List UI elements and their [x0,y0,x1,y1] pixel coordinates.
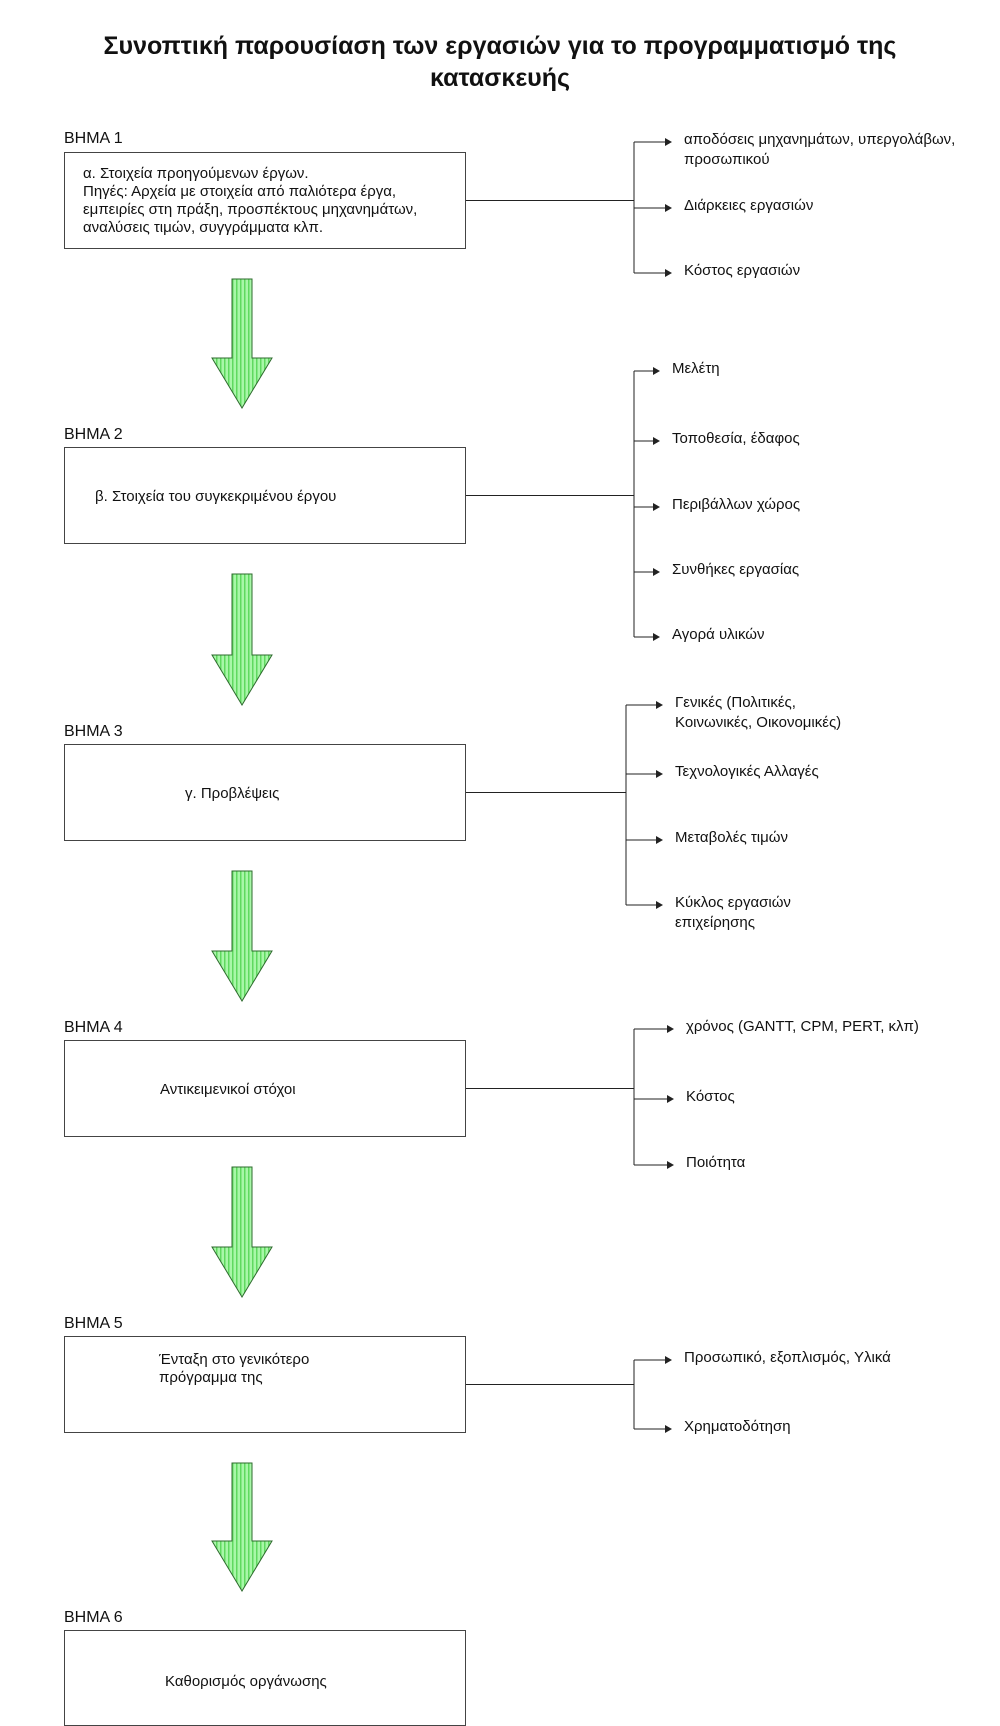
branch-arrowhead [665,1356,672,1364]
branch-arrowhead [653,633,660,641]
branch-arrowhead [653,437,660,445]
branch-item: Μεταβολές τιμών [675,828,788,848]
step-box-text: Καθορισμός οργάνωσης [165,1673,327,1690]
branch-item: Συνθήκες εργασίας [672,560,799,580]
branch-item: Ποιότητα [686,1153,745,1173]
title-line-2: κατασκευής [429,64,571,92]
branch-item-text: Μελέτη [672,360,720,377]
down-arrow-icon [211,870,273,1002]
branch-item: Κόστος [686,1087,735,1107]
branch-item: χρόνος (GANTT, CPM, PERT, κλπ) [686,1017,919,1037]
branch-item-text: χρόνος (GANTT, CPM, PERT, κλπ) [686,1018,919,1035]
branch-arrowhead [667,1095,674,1103]
down-arrow-icon [211,1462,273,1592]
step-box-text: αναλύσεις τιμών, συγγράμματα κλπ. [83,219,323,236]
branch-arrowhead [656,770,663,778]
branch-arrowhead [665,269,672,277]
branch-item: Κόστος εργασιών [684,261,800,281]
branch-arrowhead [665,1425,672,1433]
branch-arrowhead [653,503,660,511]
step-box-6: Καθορισμός οργάνωσης [64,1630,466,1726]
branch-arrowhead [653,367,660,375]
branch-item: Κύκλος εργασιών επιχείρησης [675,893,791,933]
step-label-1: ΒΗΜΑ 1 [64,130,123,147]
branch-item-text: Τεχνολογικές Αλλαγές [675,763,819,780]
branch-arrowhead [665,204,672,212]
branch-arrowhead [667,1025,674,1033]
branch-arrowhead [665,138,672,146]
down-arrow-icon [211,573,273,706]
branch-item-text: Κύκλος εργασιών [675,894,791,911]
branch-item-text: Κόστος [686,1088,735,1105]
branch-item: Γενικές (Πολιτικές, Κοινωνικές, Οικονομικ… [675,693,841,733]
step-box-text: γ. Προβλέψεις [185,785,280,802]
branch-item-text: Χρηματοδότηση [684,1418,791,1435]
page-title: Συνοπτική παρουσίαση των εργασιών για το… [0,30,1000,94]
step-label-6: ΒΗΜΑ 6 [64,1609,123,1626]
branch-item: Διάρκειες εργασιών [684,196,813,216]
branch-item-text: Περιβάλλων χώρος [672,496,801,513]
branch-item-text: Τοποθεσία, έδαφος [672,430,800,447]
branch-item-text: προσωπικού [684,151,770,168]
step-box-text: β. Στοιχεία του συγκεκριμένου έργου [95,488,337,505]
step-label-4: ΒΗΜΑ 4 [64,1019,123,1036]
branch-item-text: Διάρκειες εργασιών [684,197,814,214]
branch-item: Τοποθεσία, έδαφος [672,429,800,449]
step-box-text: Αντικειμενικοί στόχοι [160,1081,296,1098]
step-box-1: α. Στοιχεία προηγούμενων έργων.Πηγές: Αρ… [64,152,466,249]
down-arrow-icon [211,278,273,409]
step-box-text: Πηγές: Αρχεία με στοιχεία από παλιότερα … [83,183,397,200]
branch-item-text: αποδόσεις μηχανημάτων, υπεργολάβων, [684,131,956,148]
branch-item: Μελέτη [672,359,720,379]
branch-item: Περιβάλλων χώρος [672,495,800,515]
step-box-4: Αντικειμενικοί στόχοι [64,1040,466,1137]
branch-item-text: Γενικές (Πολιτικές, [675,694,796,711]
step-box-2: β. Στοιχεία του συγκεκριμένου έργου [64,447,466,544]
title-line-1: Συνοπτική παρουσίαση των εργασιών για το… [103,32,897,60]
branch-arrowhead [656,701,663,709]
branch-arrowhead [656,836,663,844]
step-box-text: α. Στοιχεία προηγούμενων έργων. [83,165,309,182]
branch-arrowhead [653,568,660,576]
branch-item-text: Ποιότητα [686,1154,746,1171]
branch-item: αποδόσεις μηχανημάτων, υπεργολάβων, προσω… [684,130,955,170]
branch-item-text: Αγορά υλικών [672,626,765,643]
branch-item-text: Προσωπικό, εξοπλισμός, Υλικά [684,1349,891,1366]
branch-item-text: Μεταβολές τιμών [675,829,788,846]
branch-item: Προσωπικό, εξοπλισμός, Υλικά [684,1348,891,1368]
branch-arrowhead [656,901,663,909]
branch-item: Τεχνολογικές Αλλαγές [675,762,819,782]
step-box-text: Ένταξη στο γενικότερο [159,1351,310,1368]
step-label-3: ΒΗΜΑ 3 [64,723,123,740]
step-label-5: ΒΗΜΑ 5 [64,1315,123,1332]
branch-item-text: Κόστος εργασιών [684,262,801,279]
down-arrow-icon [211,1166,273,1298]
branch-item-text: Κοινωνικές, Οικονομικές) [675,714,842,731]
step-box-text: εμπειρίες στη πράξη, προσπέκτους μηχανημ… [83,201,418,218]
step-box-3: γ. Προβλέψεις [64,744,466,841]
step-label-2: ΒΗΜΑ 2 [64,426,123,443]
step-box-text: πρόγραμμα της [159,1369,263,1386]
branch-item-text: Συνθήκες εργασίας [672,561,800,578]
branch-item: Χρηματοδότηση [684,1417,791,1437]
branch-item-text: επιχείρησης [675,914,755,931]
branch-item: Αγορά υλικών [672,625,765,645]
branch-arrowhead [667,1161,674,1169]
